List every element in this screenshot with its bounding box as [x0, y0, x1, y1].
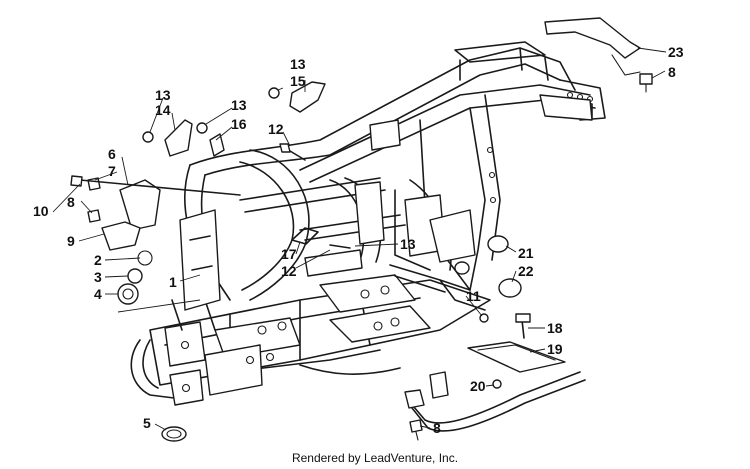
callout-8: 8 [668, 64, 676, 80]
callout-13: 13 [231, 97, 247, 113]
callout-12: 12 [281, 263, 297, 279]
callout-20: 20 [470, 378, 486, 394]
cap-part-22 [498, 278, 522, 298]
bracket-part-14 [164, 119, 193, 157]
rear-bracket-part [544, 17, 641, 59]
callout-13: 13 [290, 56, 306, 72]
callout-10: 10 [33, 203, 49, 219]
callout-6: 6 [108, 146, 116, 162]
callout-23: 23 [668, 44, 684, 60]
cap-part-21 [487, 235, 509, 253]
skid-bar-part [407, 371, 581, 424]
clip-part-16 [209, 133, 225, 157]
bracket-part-17 [291, 227, 319, 245]
ring-part-2 [137, 250, 153, 266]
callout-22: 22 [518, 263, 534, 279]
callout-11: 11 [466, 288, 481, 304]
callout-9: 9 [67, 233, 75, 249]
callout-8: 8 [67, 194, 75, 210]
callout-12: 12 [268, 121, 284, 137]
callout-leaders [52, 47, 667, 431]
bolt-part-12-lower [329, 244, 351, 249]
callout-1: 1 [169, 274, 177, 290]
bushing-part-5 [161, 426, 187, 442]
bushing-part-4 [117, 283, 139, 305]
bracket-part-9 [101, 221, 141, 251]
callout-labels: 13 15 13 14 13 16 12 6 7 10 8 9 2 3 4 1 … [33, 44, 684, 436]
long-bolt-part-10 [79, 179, 241, 196]
loose-parts [70, 17, 653, 442]
callout-16: 16 [231, 116, 247, 132]
callout-17: 17 [281, 246, 297, 262]
callout-13: 13 [400, 236, 416, 252]
main-frame-drawing [130, 41, 606, 406]
nut-part [268, 87, 280, 99]
callout-8: 8 [433, 420, 441, 436]
callout-7: 7 [108, 163, 116, 179]
bolt-part-top [639, 73, 653, 93]
callout-5: 5 [143, 415, 151, 431]
callout-3: 3 [94, 269, 102, 285]
callout-14: 14 [155, 102, 171, 118]
callout-13: 13 [155, 87, 171, 103]
bolt-part-18 [521, 319, 525, 339]
callout-18: 18 [547, 320, 563, 336]
callout-19: 19 [547, 341, 563, 357]
footrest-part-19 [467, 341, 566, 373]
callout-4: 4 [94, 286, 102, 302]
callout-21: 21 [518, 245, 534, 261]
bracket-part-15 [289, 81, 326, 113]
nut-part-20 [492, 379, 502, 389]
render-credit: Rendered by LeadVenture, Inc. [292, 451, 458, 465]
callout-2: 2 [94, 252, 102, 268]
callout-15: 15 [290, 73, 306, 89]
bushing-part-3 [127, 268, 143, 284]
